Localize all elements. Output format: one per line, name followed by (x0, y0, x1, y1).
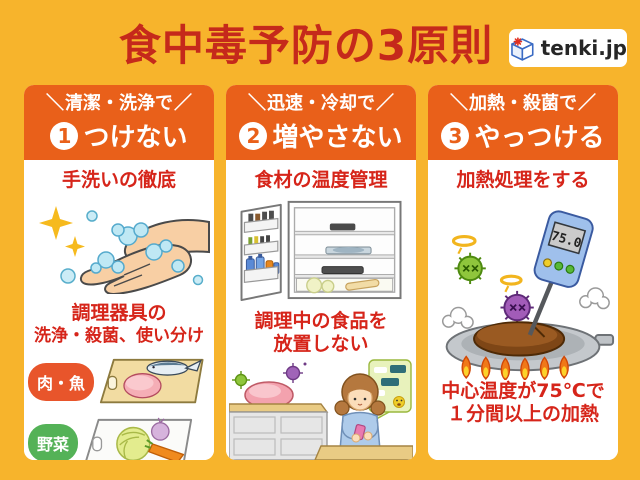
card3-body: 加熱処理をする (428, 160, 618, 460)
cutting-board-meat-fish-icon (99, 358, 204, 404)
emoji-icon (393, 396, 405, 408)
finger-lines (113, 263, 151, 287)
fridge-item-top (329, 223, 355, 231)
card3-header: ＼ 加熱・殺菌で ／ 3 やっつける (428, 85, 618, 160)
card2-section2-line2: 放置しない (273, 333, 369, 355)
germ-icon (232, 371, 250, 389)
soap-foam (90, 222, 185, 274)
halo-icon (451, 234, 523, 293)
card-kill-germs: ＼ 加熱・殺菌で ／ 3 やっつける 加熱処理をする (428, 85, 618, 460)
cabbage-half (305, 277, 322, 294)
card2-section2-line1: 調理中の食品を (254, 310, 388, 332)
raw-meat-highlight (249, 384, 281, 398)
sparkle-icon (39, 206, 85, 257)
card2-header: ＼ 迅速・冷却で ／ 2 増やさない (226, 85, 416, 160)
slash-left: ＼ (248, 93, 266, 114)
slash-right: ／ (376, 93, 394, 114)
tenki-logo-text: tenki.jp (540, 36, 627, 60)
slash-left: ＼ (46, 93, 64, 114)
card3-number-badge: 3 (441, 121, 470, 150)
card2-section1-title: 食材の温度管理 (254, 169, 388, 191)
slash-right: ／ (578, 93, 596, 114)
cutting-board-vegetables-icon (85, 417, 193, 460)
bread-stick (344, 278, 379, 291)
counter-and-woman-illustration (229, 359, 413, 460)
meat-fish-row: 肉・魚 (28, 355, 210, 409)
onion-icon (150, 417, 170, 441)
steak-icon (473, 321, 566, 357)
principles-cards: ＼ 清潔・洗浄で ／ 1 つけない 手洗いの徹底 (24, 85, 618, 460)
card1-slogan: 清潔・洗浄で (65, 93, 173, 114)
woman-using-phone (334, 373, 386, 451)
germ-icon (283, 362, 307, 383)
card1-section2-line2: 洗浄・殺菌、使い分け (34, 326, 204, 346)
card2-principle: 増やさない (272, 123, 403, 153)
table (314, 445, 413, 460)
carrot-icon (144, 439, 185, 460)
dead-germ-icon (500, 290, 534, 325)
fish-icon (146, 359, 202, 376)
card1-body: 手洗いの徹底 (24, 160, 214, 460)
counter-cabinet (229, 411, 328, 460)
cabbage-half (320, 279, 334, 293)
tenki-cube-sun-icon (511, 36, 534, 61)
cabbage-icon (116, 426, 151, 460)
dark-tray (321, 266, 364, 275)
flame-icon (461, 355, 569, 380)
vegetable-label: 野菜 (28, 424, 79, 460)
page-title: 食中毒予防の3原則 (118, 21, 494, 70)
thermometer-probe (527, 279, 555, 336)
card-prevent-attachment: ＼ 清潔・洗浄で ／ 1 つけない 手洗いの徹底 (24, 85, 214, 460)
card3-principle: やっつける (474, 123, 605, 153)
water-bubbles (60, 210, 204, 286)
card1-number-badge: 1 (50, 121, 79, 150)
fish-tray (324, 246, 372, 255)
handwashing-hands-illustration (39, 206, 210, 294)
counter-meat-with-germs (229, 362, 329, 460)
meat-fish-label: 肉・魚 (28, 363, 95, 401)
steam-icon (441, 287, 610, 329)
card3-slogan: 加熱・殺菌で (469, 93, 577, 114)
tenki-logo: tenki.jp (509, 29, 627, 67)
card3-footer-line1: 中心温度が75℃で (441, 380, 605, 402)
door-bins (243, 210, 279, 284)
meat-icon (123, 373, 162, 399)
open-refrigerator-illustration (240, 200, 401, 302)
cooking-thermometer-illustration: 75.0 (441, 210, 615, 380)
card2-body: 食材の温度管理 (226, 160, 416, 460)
door-items-jars (247, 210, 274, 223)
card1-principle: つけない (83, 123, 188, 153)
card1-header: ＼ 清潔・洗浄で ／ 1 つけない (24, 85, 214, 160)
vegetable-row: 野菜 (28, 416, 210, 460)
dead-germ-icon (454, 252, 486, 285)
card2-number-badge: 2 (239, 121, 268, 150)
card2-slogan: 迅速・冷却で (267, 93, 375, 114)
card-prevent-growth: ＼ 迅速・冷却で ／ 2 増やさない 食材の温度管理 (226, 85, 416, 460)
card3-footer-line2: １分間以上の加熱 (446, 403, 599, 425)
slash-right: ／ (174, 93, 192, 114)
card1-section2-line1: 調理器具の (71, 302, 167, 324)
fridge-shelves (293, 230, 395, 279)
card3-section1-title: 加熱処理をする (456, 169, 590, 191)
counter-top (229, 403, 329, 413)
slash-left: ＼ (450, 93, 468, 114)
card1-section1-title: 手洗いの徹底 (61, 169, 176, 191)
digital-thermometer-icon: 75.0 (533, 210, 594, 288)
